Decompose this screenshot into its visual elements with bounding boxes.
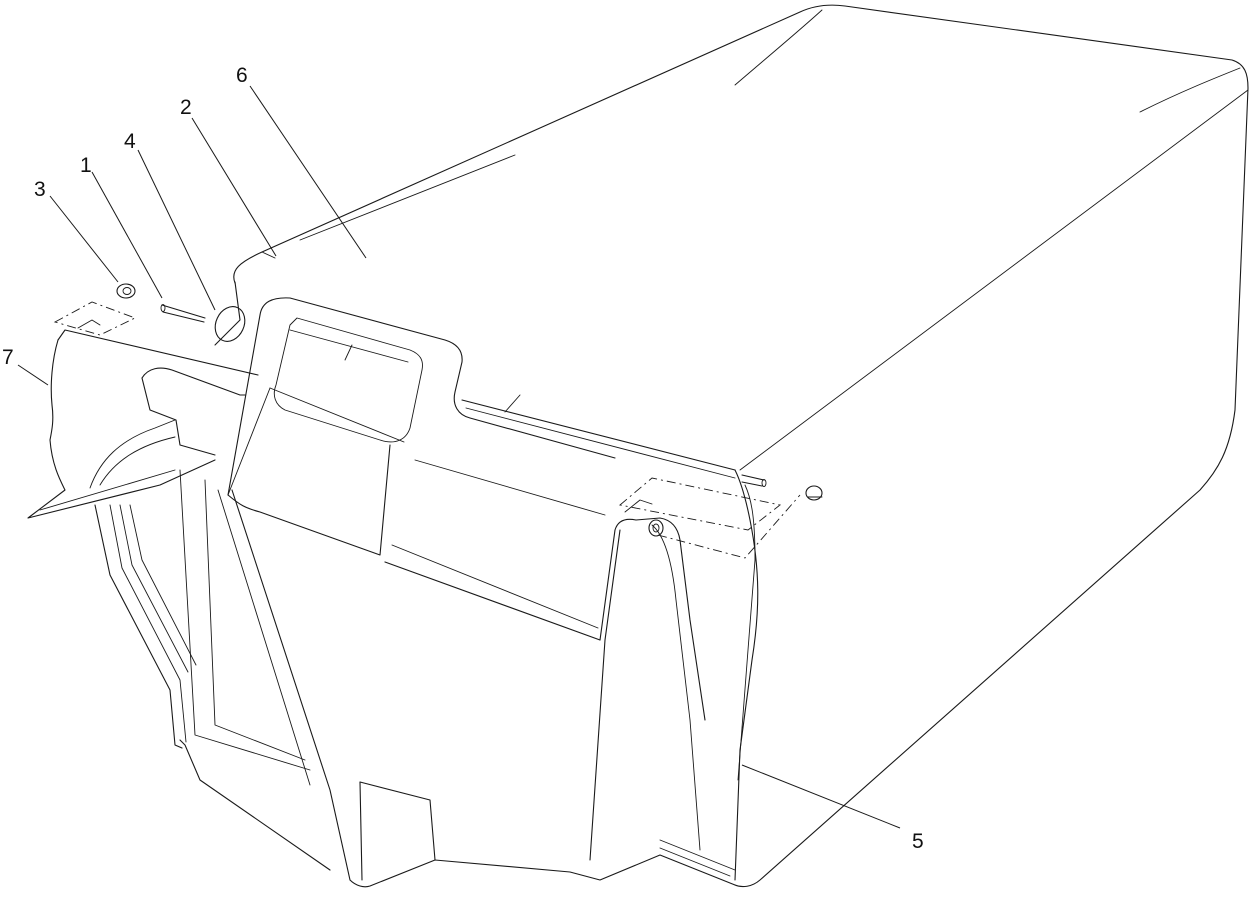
fabric-bag — [233, 4, 1249, 888]
leader-4 — [137, 149, 216, 311]
bolt-left — [160, 304, 206, 323]
leader-1 — [91, 171, 163, 299]
right-hardware — [618, 474, 823, 559]
nut-right — [805, 485, 823, 501]
side-panel — [27, 339, 311, 771]
left-hardware — [53, 283, 246, 342]
leader-5 — [741, 764, 901, 829]
grommet-left — [214, 306, 246, 342]
leader-2 — [191, 117, 277, 257]
callout-4: 4 — [124, 130, 136, 153]
leader-6 — [249, 85, 367, 259]
callout-3: 3 — [34, 178, 46, 201]
nut-left — [116, 283, 136, 299]
callout-2: 2 — [180, 96, 192, 119]
leader-3 — [49, 195, 119, 283]
leader-lines — [17, 85, 901, 829]
leader-7 — [17, 364, 49, 386]
callout-6: 6 — [236, 64, 248, 87]
callout-7: 7 — [2, 346, 14, 369]
callout-labels: 3 1 4 2 6 7 5 — [2, 64, 924, 853]
callout-1: 1 — [80, 154, 92, 177]
bag-frame — [57, 281, 736, 479]
rear-cover — [179, 297, 759, 888]
callout-5: 5 — [912, 830, 924, 853]
